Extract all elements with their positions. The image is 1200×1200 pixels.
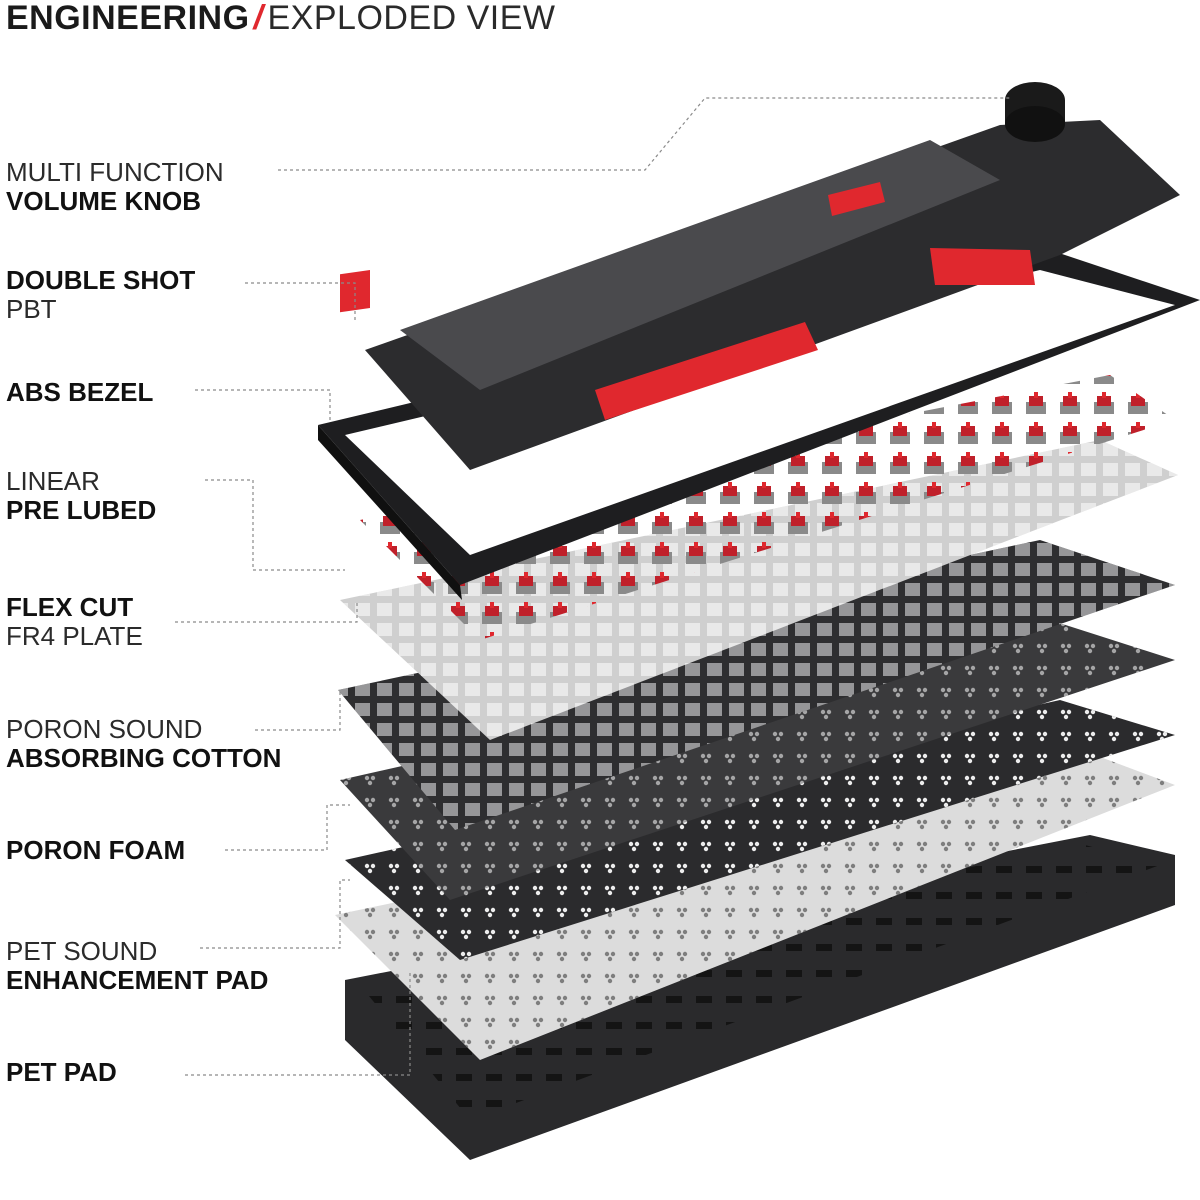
label-fr4-plate-line1: FLEX CUT bbox=[6, 592, 134, 622]
label-pet-sound-pad: PET SOUND ENHANCEMENT PAD bbox=[6, 937, 268, 995]
label-double-shot-line1: DOUBLE SHOT bbox=[6, 265, 196, 295]
spacebar-keycap bbox=[595, 322, 818, 420]
poron-foam-layer bbox=[340, 620, 1175, 900]
label-absorbing-cotton: PORON SOUND ABSORBING COTTON bbox=[6, 715, 281, 773]
backspace-keycap bbox=[828, 182, 885, 216]
label-linear: LINEAR PRE LUBED bbox=[6, 467, 156, 525]
title-separator: / bbox=[253, 0, 264, 37]
label-fr4-plate: FLEX CUT FR4 PLATE bbox=[6, 593, 143, 651]
label-pet-pad: PET PAD bbox=[6, 1058, 117, 1087]
poron-cotton-layer bbox=[338, 540, 1175, 830]
title-light: EXPLODED VIEW bbox=[267, 0, 556, 37]
label-pet-pad-line1: PET PAD bbox=[6, 1057, 117, 1087]
label-poron-foam-line1: PORON FOAM bbox=[6, 835, 186, 865]
label-double-shot-line2: PBT bbox=[6, 294, 57, 324]
label-volume-knob-line1: MULTI FUNCTION bbox=[6, 157, 224, 187]
keycaps-layer bbox=[340, 120, 1180, 470]
label-double-shot: DOUBLE SHOT PBT bbox=[6, 266, 195, 324]
label-abs-bezel: ABS BEZEL bbox=[6, 378, 153, 407]
leader-lines bbox=[175, 97, 1010, 1076]
volume-knob bbox=[1005, 82, 1065, 142]
label-abs-bezel-line1: ABS BEZEL bbox=[6, 377, 154, 407]
label-poron-foam: PORON FOAM bbox=[6, 836, 185, 865]
fr4-plate-layer bbox=[340, 440, 1178, 740]
keyboard-case bbox=[345, 835, 1175, 1160]
label-linear-line1: LINEAR bbox=[6, 466, 100, 496]
esc-keycap bbox=[340, 269, 370, 313]
abs-bezel-frame bbox=[318, 250, 1200, 600]
label-volume-knob: MULTI FUNCTION VOLUME KNOB bbox=[6, 158, 224, 216]
label-absorbing-cotton-line2: ABSORBING COTTON bbox=[6, 743, 282, 773]
pet-pad-layer bbox=[335, 755, 1175, 1060]
label-absorbing-cotton-line1: PORON SOUND bbox=[6, 714, 203, 744]
label-linear-line2: PRE LUBED bbox=[6, 495, 157, 525]
arrow-keycaps bbox=[930, 248, 1035, 285]
title-bold: ENGINEERING bbox=[6, 0, 250, 37]
label-pet-sound-pad-line1: PET SOUND bbox=[6, 936, 158, 966]
switches-layer bbox=[360, 375, 1175, 640]
page-title: ENGINEERING/EXPLODED VIEW bbox=[6, 0, 556, 36]
label-volume-knob-line2: VOLUME KNOB bbox=[6, 186, 201, 216]
label-pet-sound-pad-line2: ENHANCEMENT PAD bbox=[6, 965, 269, 995]
pet-sound-enhancement-pad-layer bbox=[345, 700, 1175, 960]
label-fr4-plate-line2: FR4 PLATE bbox=[6, 621, 143, 651]
